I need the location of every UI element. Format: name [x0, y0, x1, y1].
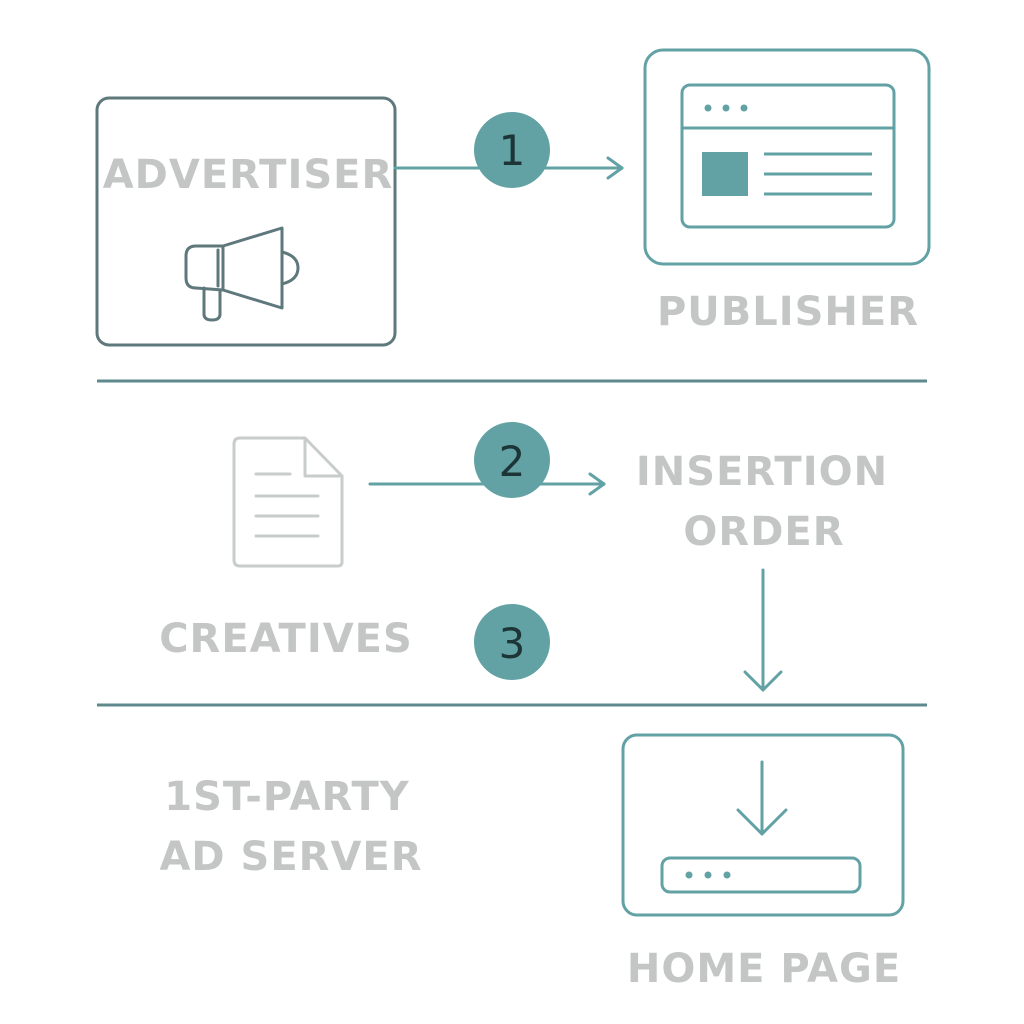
step-3-number: 3: [499, 619, 526, 668]
document-icon: [232, 436, 344, 568]
step-3-badge: 3: [474, 604, 550, 680]
publisher-node: PUBLISHER: [643, 48, 931, 335]
download-page-icon: [660, 760, 862, 894]
browser-window-icon: [680, 83, 896, 229]
home-page-box: [621, 733, 905, 917]
megaphone-icon: [184, 226, 300, 322]
advertiser-node: ADVERTISER: [95, 96, 397, 347]
step-1-number: 1: [499, 126, 526, 175]
publisher-label: PUBLISHER: [657, 289, 919, 335]
step-2-badge: 2: [474, 422, 550, 498]
publisher-box: [643, 48, 931, 266]
step-2-number: 2: [499, 437, 526, 486]
ad-server-label-line1: 1ST-PARTY: [164, 774, 410, 820]
insertion-order-label-line2: ORDER: [683, 509, 844, 555]
step-1-badge: 1: [474, 112, 550, 188]
advertiser-box: [95, 96, 397, 347]
arrow-insertion-order-to-home-page: [743, 568, 783, 692]
advertiser-label: ADVERTISER: [103, 152, 394, 198]
creatives-label: CREATIVES: [159, 616, 413, 662]
home-page-node: HOME PAGE: [621, 733, 905, 992]
ad-server-label-line2: AD SERVER: [159, 834, 422, 880]
home-page-label: HOME PAGE: [627, 946, 901, 992]
insertion-order-label-line1: INSERTION: [636, 449, 888, 495]
